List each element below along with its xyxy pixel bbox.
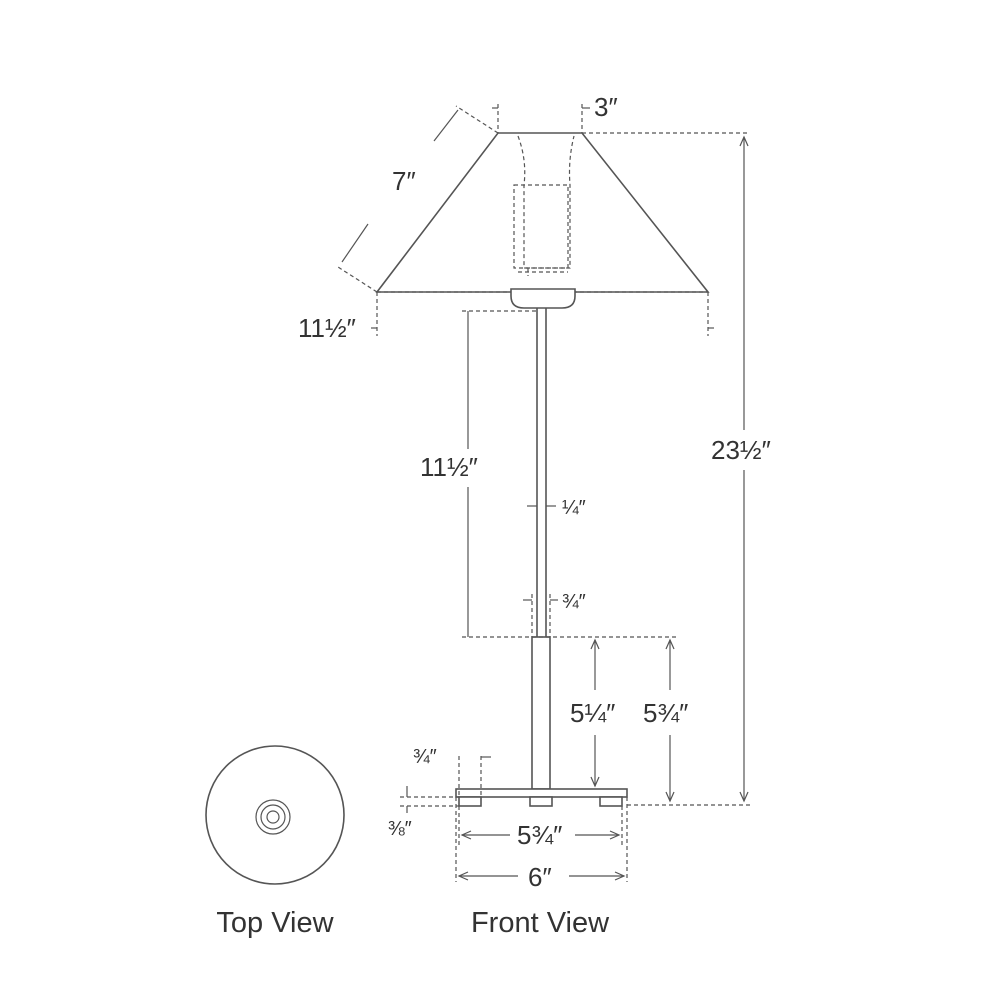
dim-lower-stem-height: 5¼″ xyxy=(570,698,615,728)
lamp-shade xyxy=(375,132,710,293)
dim-shade-slant: 7″ xyxy=(392,166,416,196)
dim-stem-height: 11½″ xyxy=(420,452,478,482)
dim-lower-stem-thickness: ¾″ xyxy=(562,591,586,613)
dim-foot-width: ¾″ xyxy=(413,746,437,768)
front-view-label: Front View xyxy=(471,907,610,939)
dim-base-width: 6″ xyxy=(528,862,552,892)
top-view-drawing xyxy=(205,745,345,885)
lamp-stem xyxy=(531,308,551,790)
top-view-label: Top View xyxy=(216,907,334,939)
dim-shade-top-width: 3″ xyxy=(594,92,618,122)
dim-stem-thickness: ¼″ xyxy=(562,497,586,519)
dimension-lines xyxy=(337,104,750,882)
dim-shade-bottom-width: 11½″ xyxy=(298,313,356,343)
dim-total-height: 23½″ xyxy=(711,435,771,465)
lamp-base xyxy=(455,788,628,807)
socket-cup xyxy=(510,288,576,309)
dim-lower-height-to-base: 5¾″ xyxy=(643,698,688,728)
dim-base-inner-width: 5¾″ xyxy=(517,820,562,850)
dim-base-height: ⅜″ xyxy=(388,818,412,840)
